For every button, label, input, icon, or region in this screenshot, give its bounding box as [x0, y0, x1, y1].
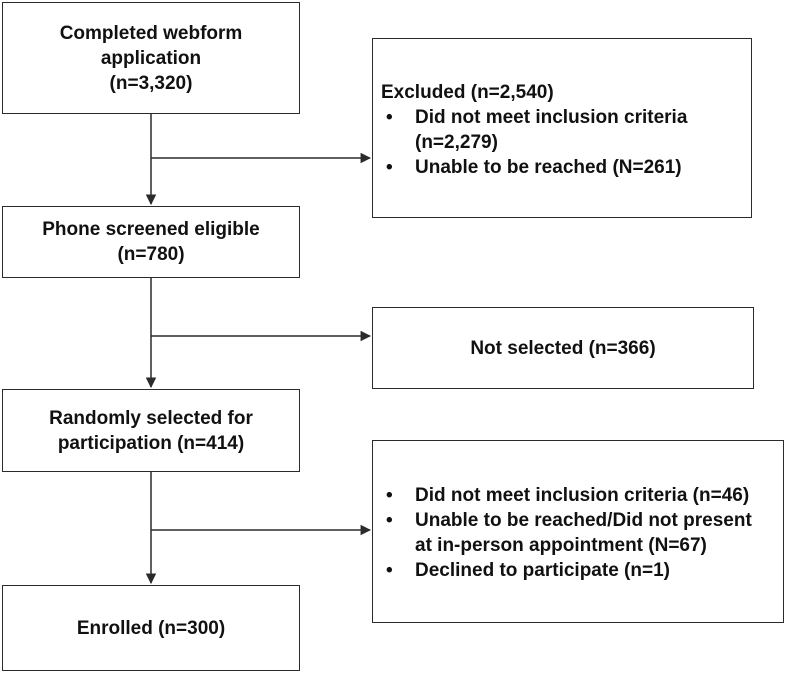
phone-screened-eligible-box: Phone screened eligible (n=780) [2, 206, 300, 278]
randomly-selected-box: Randomly selected for participation (n=4… [2, 389, 300, 472]
post-selection-reason-text: Declined to participate (n=1) [415, 560, 670, 581]
not-selected-box-text: Not selected (n=366) [470, 337, 656, 359]
post-selection-reasons-list: • Did not meet inclusion criteria (n=46)… [381, 483, 775, 583]
not-selected-box: Not selected (n=366) [372, 307, 754, 389]
webform-box-line-3: (n=3,320) [109, 72, 193, 94]
post-selection-reason-item: • Unable to be reached/Did not present a… [381, 508, 775, 558]
excluded-reason-text: (n=2,279) [415, 132, 498, 153]
phone-screened-box-line-1: Phone screened eligible [42, 219, 260, 240]
excluded-box: Excluded (n=2,540) • Did not meet inclus… [372, 38, 752, 218]
webform-application-box: Completed webform application (n=3,320) [2, 2, 300, 114]
enrolled-box: Enrolled (n=300) [2, 585, 300, 671]
bullet-icon: • [386, 510, 393, 531]
bullet-icon: • [386, 485, 393, 506]
post-selection-reason-item: • Declined to participate (n=1) [381, 558, 775, 583]
randomly-selected-box-line-2: participation (n=414) [57, 432, 245, 454]
phone-screened-box-line-2: (n=780) [117, 244, 185, 265]
post-selection-reason-item: • Did not meet inclusion criteria (n=46) [381, 483, 775, 508]
excluded-reason-text: Unable to be reached (N=261) [415, 157, 682, 178]
excluded-reason-item: • Unable to be reached (N=261) [381, 155, 743, 180]
bullet-icon: • [386, 560, 393, 581]
bullet-icon: • [386, 107, 393, 128]
post-selection-reason-text: Unable to be reached/Did not present [415, 510, 752, 531]
webform-box-line-2: application [100, 47, 202, 69]
randomly-selected-box-line-1: Randomly selected for [49, 407, 253, 429]
bullet-icon: • [386, 157, 393, 178]
enrolled-box-text: Enrolled (n=300) [76, 617, 226, 639]
excluded-reason-text: Did not meet inclusion criteria [415, 107, 688, 128]
excluded-reason-item: • Did not meet inclusion criteria (n=2,2… [381, 105, 743, 155]
webform-box-line-1: Completed webform [59, 22, 243, 44]
post-selection-exclusions-box: • Did not meet inclusion criteria (n=46)… [372, 440, 784, 623]
post-selection-reason-text: at in-person appointment (N=67) [415, 535, 707, 556]
excluded-reasons-list: • Did not meet inclusion criteria (n=2,2… [381, 105, 743, 180]
excluded-heading: Excluded (n=2,540) [381, 82, 554, 103]
post-selection-reason-text: Did not meet inclusion criteria (n=46) [415, 485, 750, 506]
